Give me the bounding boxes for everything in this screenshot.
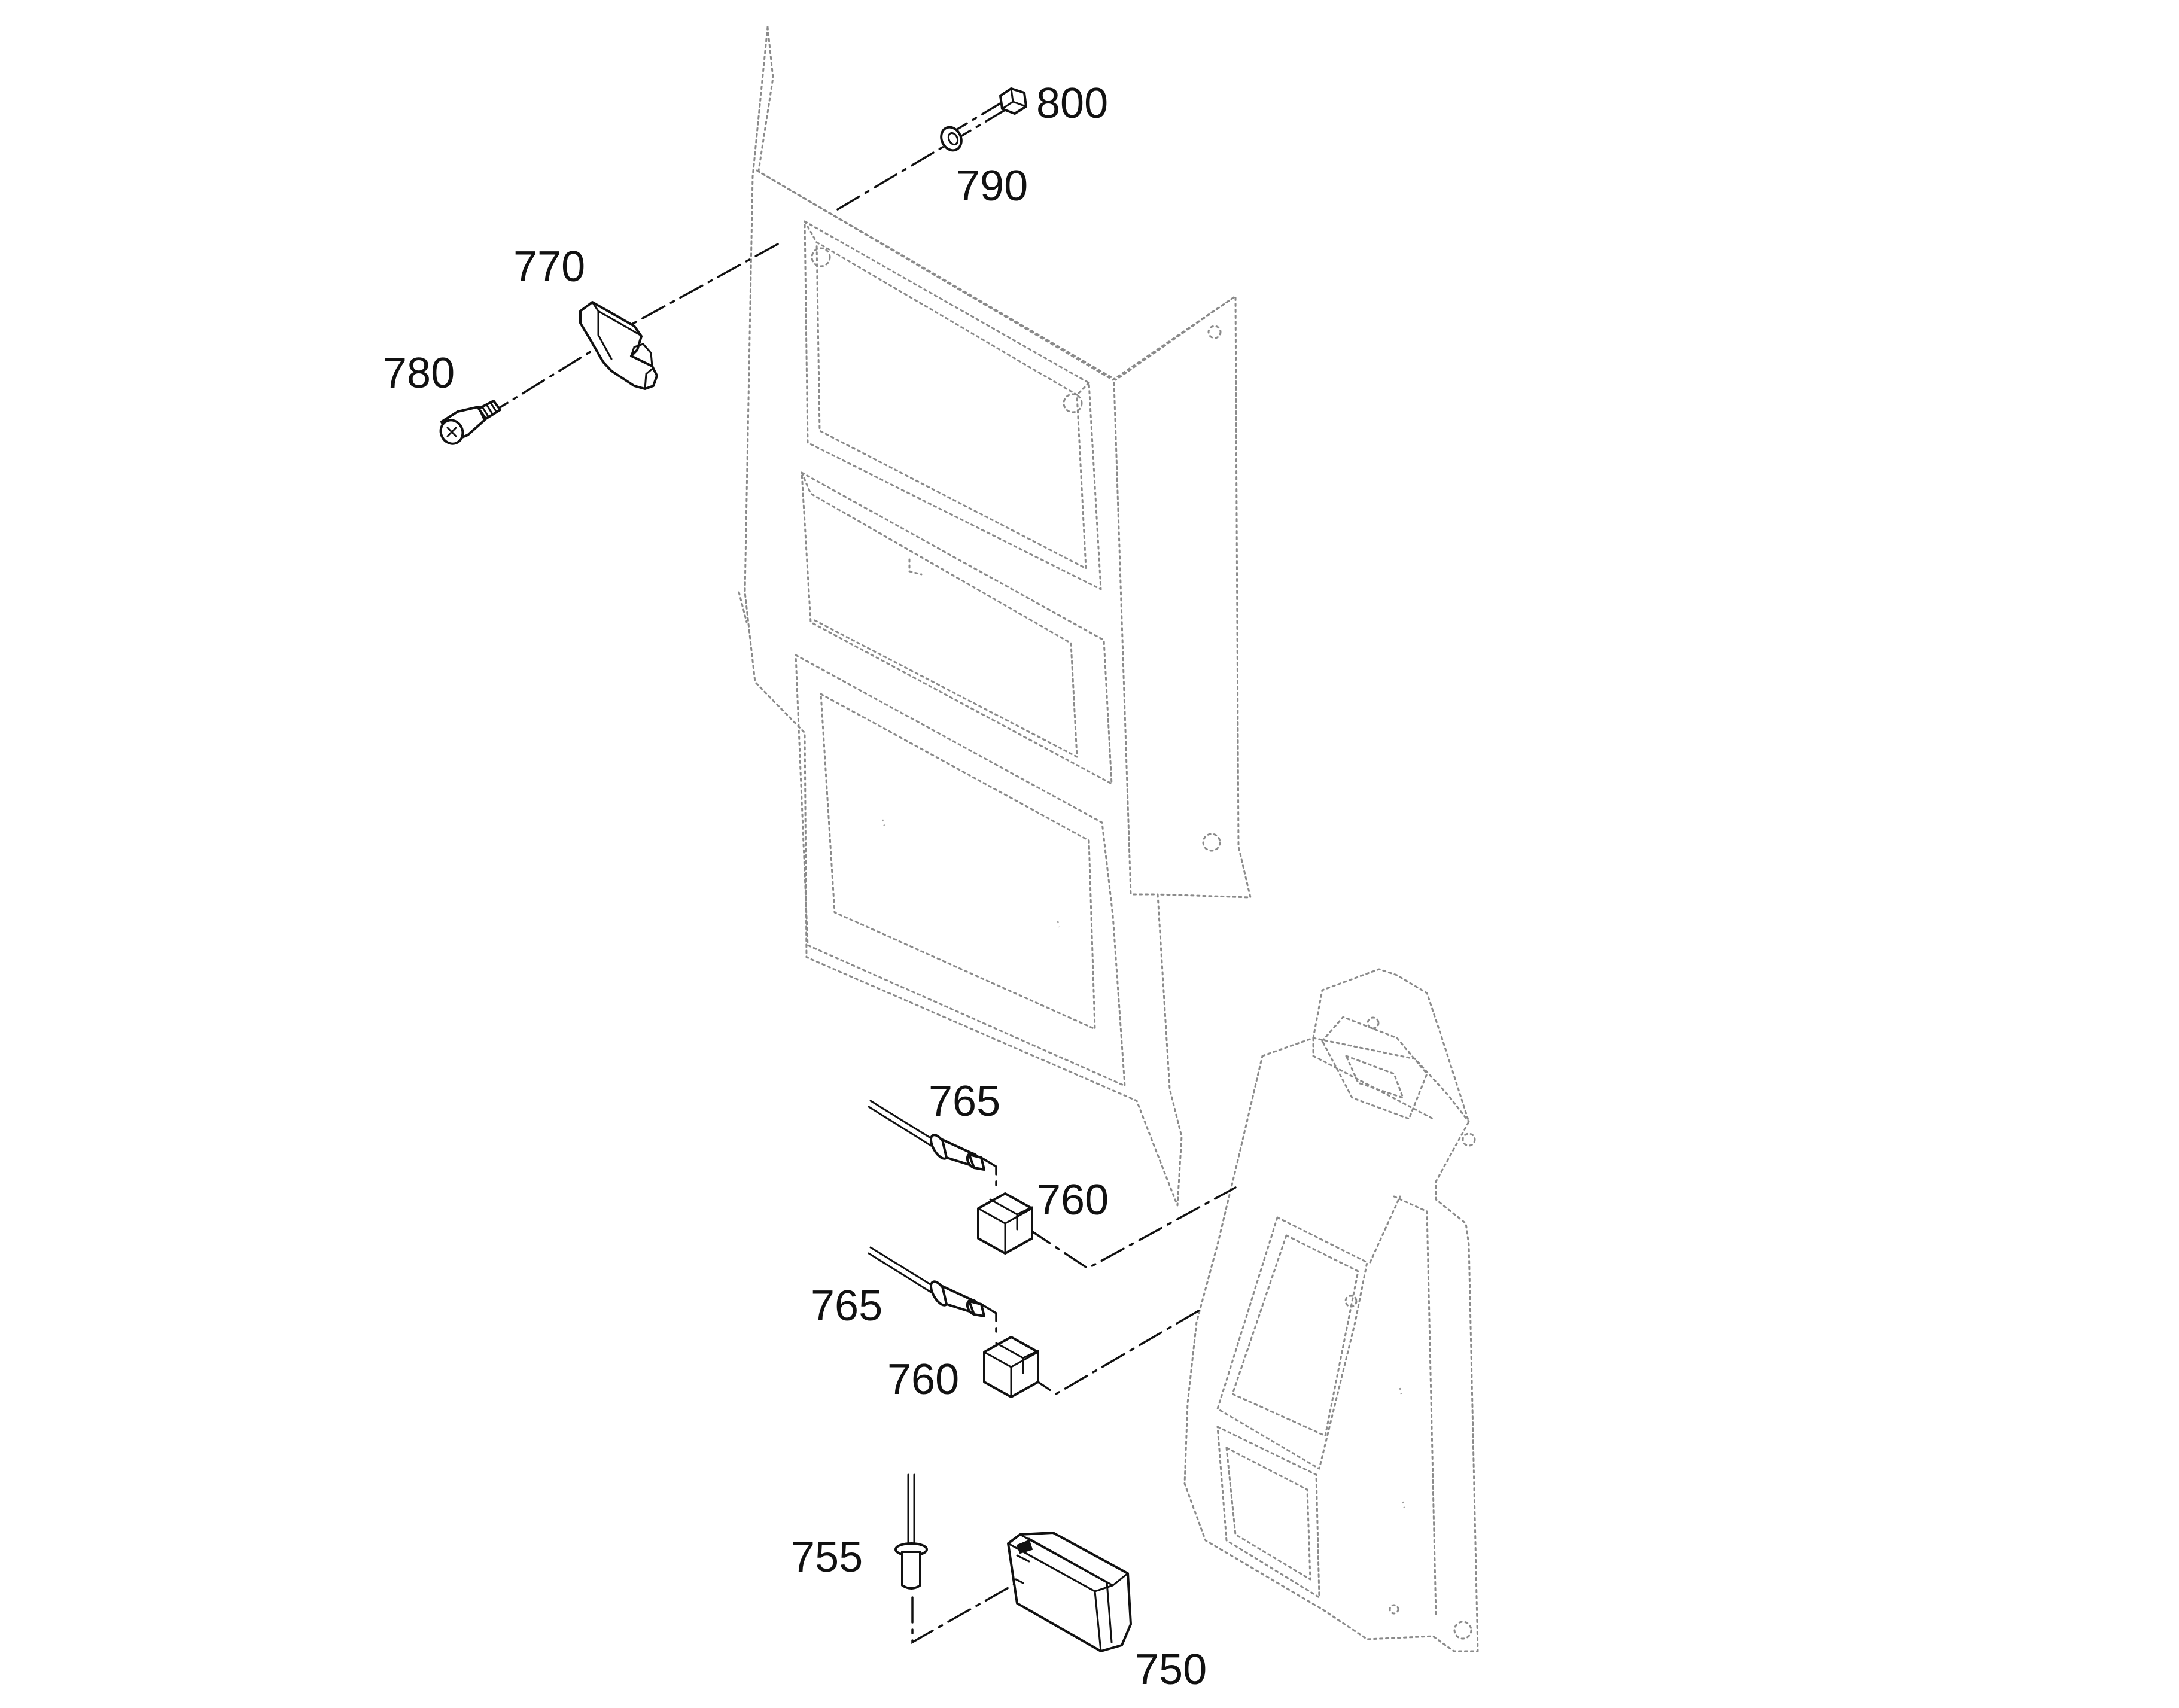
callout-labels: 800 790 770 780 765 760 765 760 755 750: [383, 80, 1207, 1694]
rivet-part-765-bottom: [868, 1246, 985, 1317]
callout-800: 800: [1036, 80, 1108, 127]
callout-765-top: 765: [929, 1077, 1000, 1125]
callout-760-top: 760: [1037, 1176, 1109, 1224]
hex-nut-part-800: [999, 87, 1027, 115]
screw-part-780: [439, 400, 501, 445]
callout-790: 790: [956, 162, 1028, 210]
callout-780: 780: [383, 349, 455, 397]
washer-part-790: [940, 126, 963, 152]
box-housing-part-750: [1007, 1532, 1132, 1652]
rivet-part-765-top: [868, 1100, 985, 1171]
callout-755: 755: [791, 1533, 863, 1581]
callout-750: 750: [1135, 1646, 1207, 1694]
lower-trim-panel-outline: [1183, 968, 1479, 1652]
callout-760-bottom: 760: [887, 1356, 959, 1403]
leader-lines: [480, 96, 1237, 1645]
callout-765-bottom: 765: [811, 1282, 882, 1330]
bracket-part-770: [579, 301, 658, 390]
clip-part-760-top: [977, 1192, 1033, 1255]
clip-part-760-bottom: [983, 1336, 1039, 1398]
upper-trim-panel-outline: [738, 26, 1252, 1207]
pin-rivet-part-755: [894, 1473, 928, 1590]
callout-770: 770: [513, 243, 585, 291]
